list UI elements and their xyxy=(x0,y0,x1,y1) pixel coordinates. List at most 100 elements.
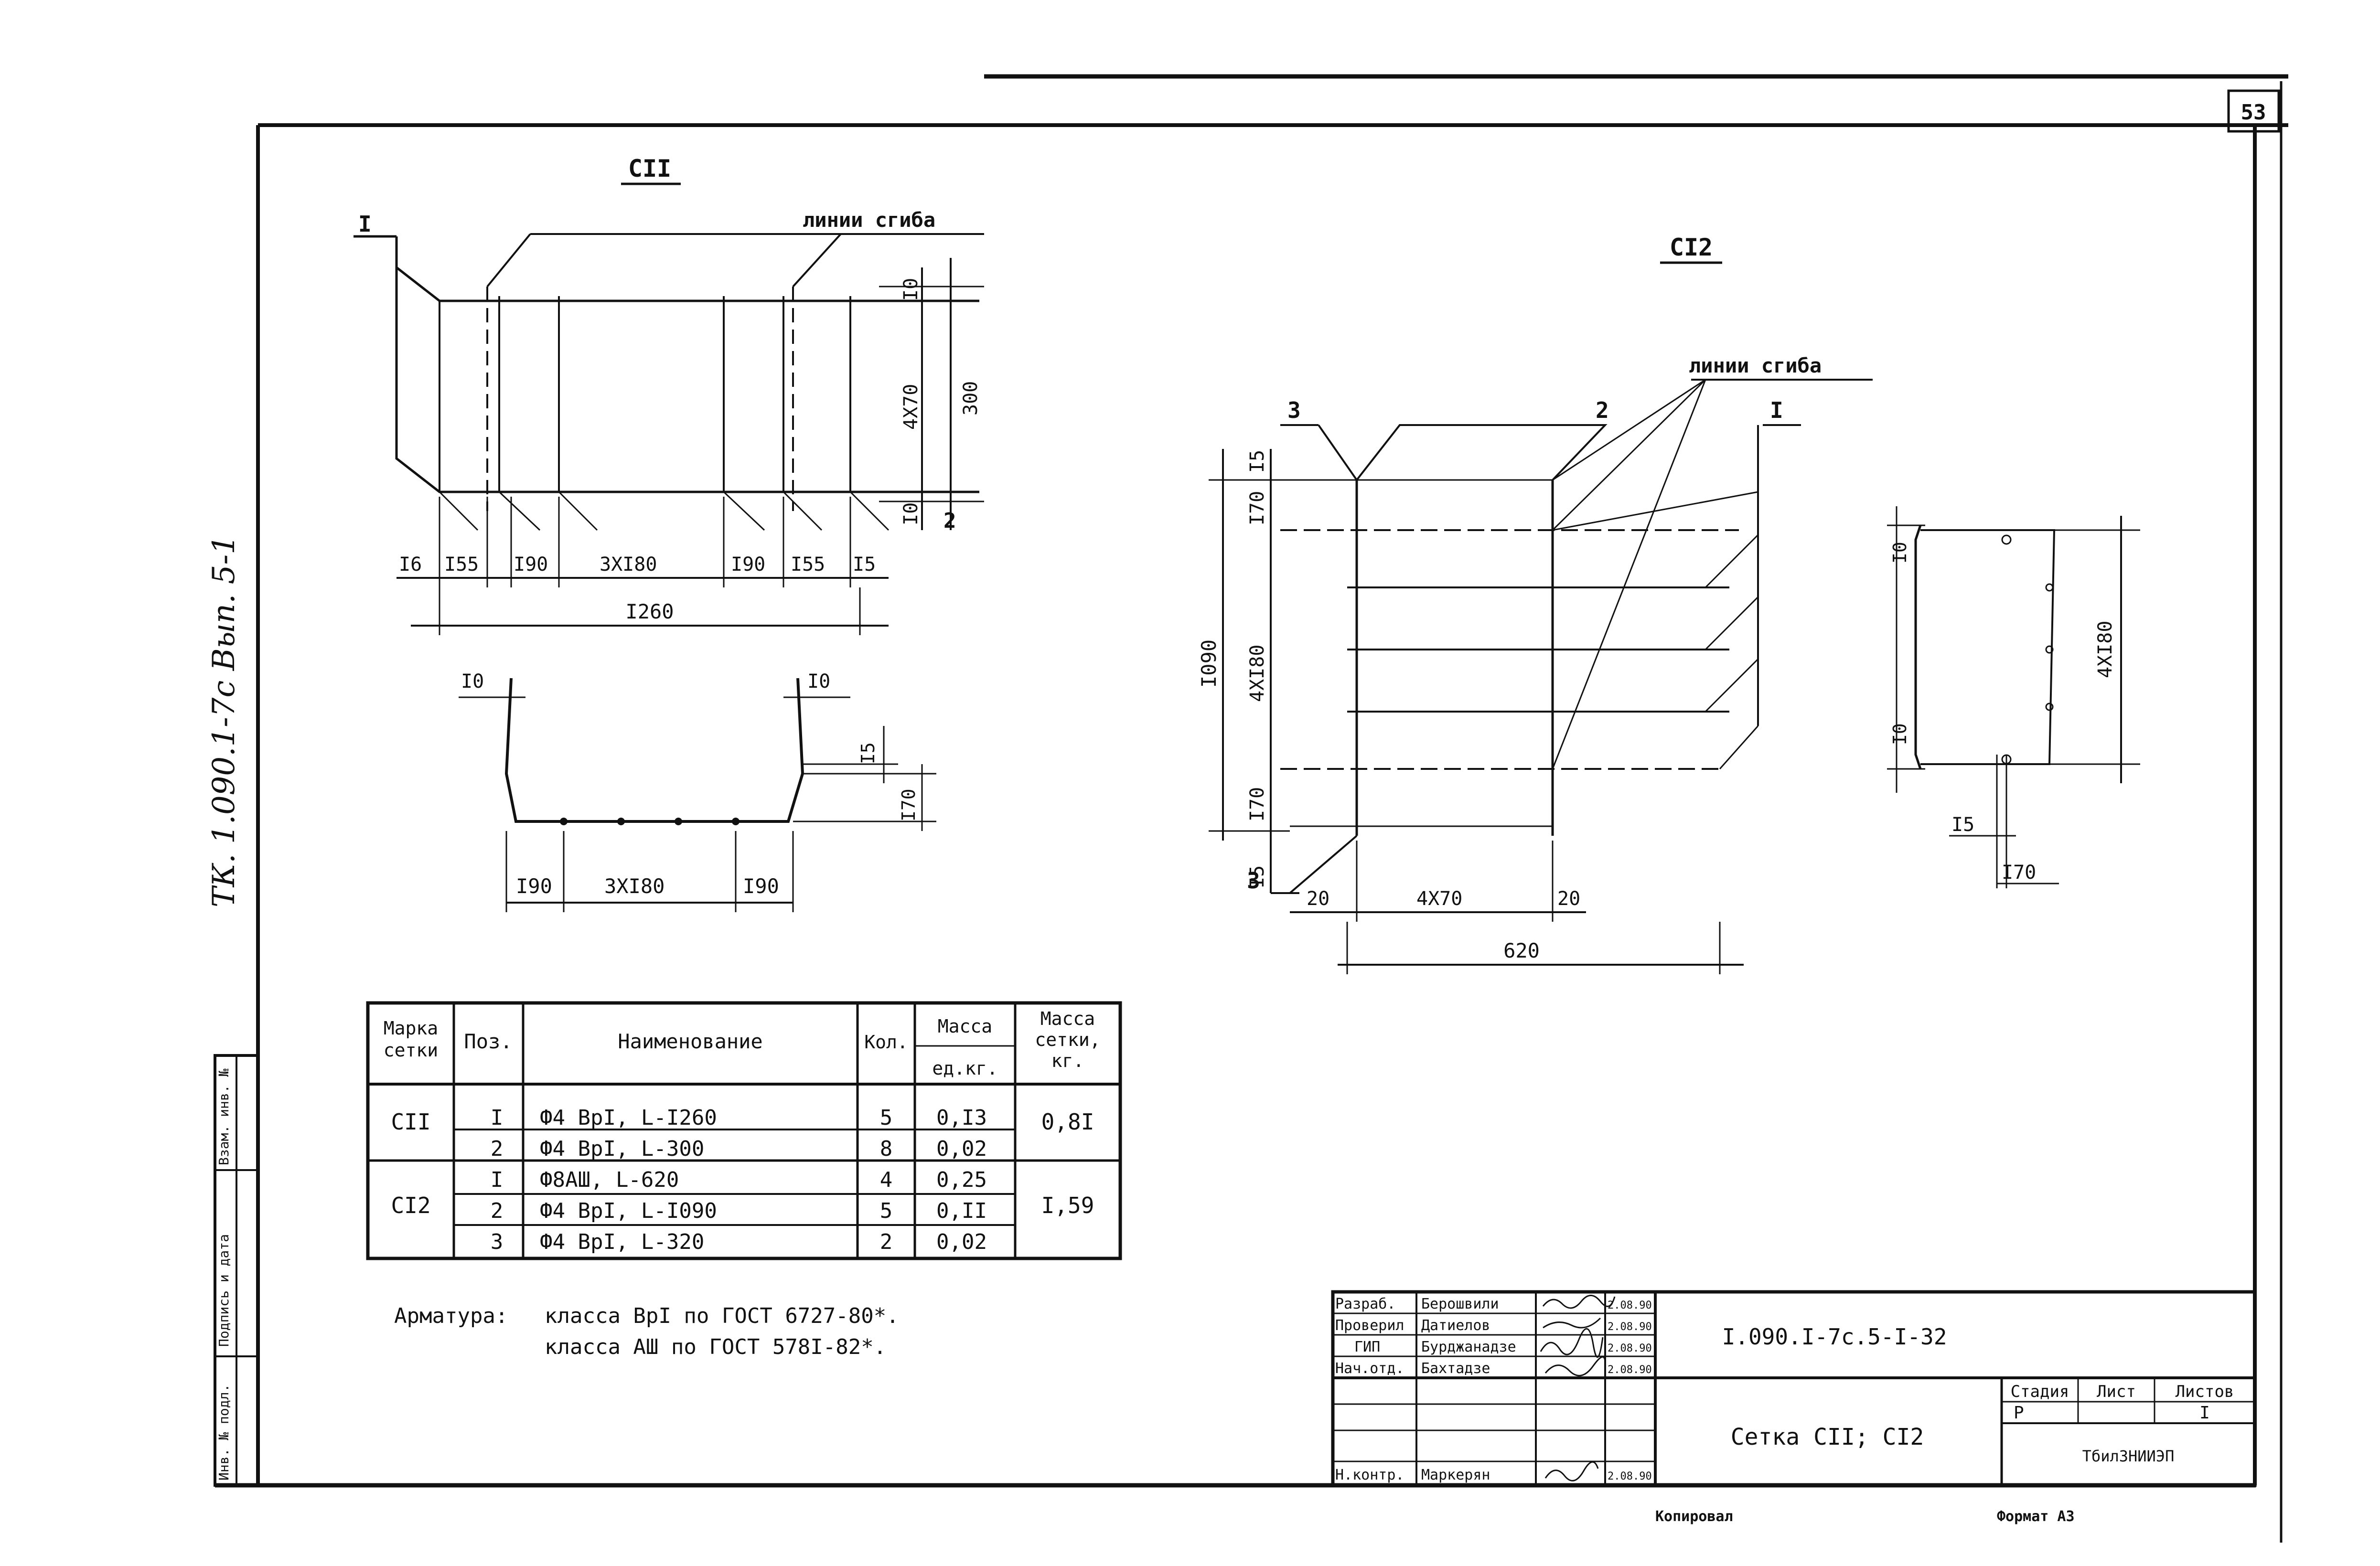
r3-mass: 0,25 xyxy=(936,1168,987,1192)
r3-qty: 4 xyxy=(880,1168,893,1192)
row-mark-c11: СII xyxy=(391,1109,430,1135)
c11-dim-6: I55 xyxy=(791,554,825,575)
s12-dim-i5: I5 xyxy=(1951,814,1974,836)
tb-name-2: Датиелов xyxy=(1421,1317,1490,1334)
tb-stage: Р xyxy=(2014,1403,2024,1423)
row-total-c11: 0,8I xyxy=(1041,1109,1094,1135)
r1-mass: 0,I3 xyxy=(936,1106,987,1130)
c11-dim-3: I90 xyxy=(514,554,548,575)
spec-table: Марка сетки Поз. Наименование Кол. Масса… xyxy=(366,1001,1122,1260)
tb-sheets-header: Листов xyxy=(2176,1382,2234,1401)
r1-pos: I xyxy=(491,1106,504,1130)
r4-qty: 5 xyxy=(880,1199,893,1223)
tb-date-2: 2.08.90 xyxy=(1608,1321,1652,1333)
tb-date-3: 2.08.90 xyxy=(1608,1342,1652,1354)
tb-drawing-name: Сетка СII; СI2 xyxy=(1731,1424,1924,1450)
view-c12: СI2 линии сгиба 3 2 I 3 I5 xyxy=(1197,234,1873,974)
left-stamp: Инв. № подл. Подпись и дата Взам. инв. № xyxy=(214,1054,259,1487)
side-code: ТК. 1.090.1-7с Вып. 5-1 xyxy=(206,535,242,907)
c12-ldim-2: I70 xyxy=(1246,491,1268,525)
tb-stage-header: Стадия xyxy=(2011,1382,2069,1401)
stamp-replace-inv: Взам. инв. № xyxy=(216,1069,232,1165)
page-number: 53 xyxy=(2241,100,2266,125)
r4-mass: 0,II xyxy=(936,1199,987,1223)
tb-date-4: 2.08.90 xyxy=(1608,1364,1652,1376)
tb-role-2: Проверил xyxy=(1335,1317,1404,1334)
s11-bdim-2: 3XI80 xyxy=(604,874,665,898)
r1-qty: 5 xyxy=(880,1106,893,1130)
c12-ldim-4: I70 xyxy=(1246,787,1268,821)
c11-rdim-1: I0 xyxy=(900,278,922,301)
signature-4 xyxy=(1544,1356,1606,1376)
tb-name-4: Бахтадзе xyxy=(1421,1360,1490,1377)
stamp-inv-no: Инв. № подл. xyxy=(216,1384,232,1481)
tb-code: I.090.I-7с.5-I-32 xyxy=(1722,1324,1947,1350)
r5-name: Ф4 ВрI, L-320 xyxy=(540,1230,704,1254)
r5-mass: 0,02 xyxy=(936,1230,987,1254)
hdr-name: Наименование xyxy=(618,1030,762,1053)
view-c11-section-mark: I xyxy=(358,211,372,237)
s12-dim-i70: I70 xyxy=(2002,862,2036,884)
c12-pos3-bottom: 3 xyxy=(1247,868,1260,894)
row-mark-c12: СI2 xyxy=(391,1193,430,1218)
format-label: Формат А3 xyxy=(1997,1508,2075,1525)
r3-pos: I xyxy=(491,1168,504,1192)
s11-dim-i70: I70 xyxy=(898,788,919,821)
r2-name: Ф4 ВрI, L-300 xyxy=(540,1137,704,1161)
c12-ldim-1: I5 xyxy=(1246,450,1268,473)
tb-role-5: Н.контр. xyxy=(1335,1467,1404,1483)
view-c11-title: СII xyxy=(628,155,671,182)
reinforcement-notes: Арматура: класса ВрI по ГОСТ 6727-80*. к… xyxy=(394,1304,899,1359)
s11-bdim-1: I90 xyxy=(516,874,552,898)
c11-dim-7: I5 xyxy=(853,554,876,575)
s12-dim-mid: I0 xyxy=(1889,723,1910,745)
c11-rdim-3: 300 xyxy=(960,381,982,415)
hdr-pos: Поз. xyxy=(464,1030,512,1053)
c11-dim-2: I55 xyxy=(444,554,479,575)
tb-org: ТбилЗНИИЭП xyxy=(2082,1447,2175,1465)
tb-date-5: 2.08.90 xyxy=(1608,1470,1652,1482)
s11-dim-left: I0 xyxy=(461,671,484,692)
view-c11-bend-label: линии сгиба xyxy=(803,208,935,232)
signature-2 xyxy=(1543,1317,1601,1329)
signature-3 xyxy=(1540,1328,1604,1358)
c11-rdim-4: I0 xyxy=(900,502,922,525)
c11-rdim-2: 4X70 xyxy=(900,384,922,430)
c12-pos1: I xyxy=(1770,397,1783,423)
tb-date-1: 2.08.90 xyxy=(1608,1300,1652,1311)
section-c11: I0 I0 I5 I70 I90 3XI80 I90 xyxy=(459,671,936,912)
hdr-qty: Кол. xyxy=(864,1032,908,1053)
s11-dim-i5: I5 xyxy=(858,742,879,764)
tb-role-1: Разраб. xyxy=(1335,1296,1395,1312)
notes-line2: класса АШ по ГОСТ 578I-82*. xyxy=(545,1335,886,1359)
r4-pos: 2 xyxy=(491,1199,504,1223)
c12-ldim-5: I5 xyxy=(1246,865,1268,888)
tb-sheet-header: Лист xyxy=(2097,1382,2136,1401)
hdr-mass-total: Масса сетки, кг. xyxy=(1035,1008,1101,1071)
title-block: Разраб. Берошвили 2.08.90 Проверил Датие… xyxy=(1331,1290,2257,1487)
c12-ldim-3: 4XI80 xyxy=(1246,645,1268,702)
r2-mass: 0,02 xyxy=(936,1137,987,1161)
r5-pos: 3 xyxy=(491,1230,504,1254)
c12-bdim-3: 20 xyxy=(1557,888,1580,910)
view-c12-bend-label: линии сгиба xyxy=(1689,354,1822,377)
page-number-box xyxy=(2227,89,2280,133)
signature-1 xyxy=(1542,1295,1616,1309)
s11-bdim-3: I90 xyxy=(743,874,779,898)
s12-dim-right: 4XI80 xyxy=(2094,621,2116,678)
tb-name-1: Берошвили xyxy=(1421,1296,1499,1312)
c11-pos2: 2 xyxy=(943,509,956,533)
tb-sheets: I xyxy=(2199,1403,2210,1423)
r2-qty: 8 xyxy=(880,1137,893,1161)
s12-dim-top: I0 xyxy=(1889,542,1910,564)
r5-qty: 2 xyxy=(880,1230,893,1254)
c12-overall-height: I090 xyxy=(1197,639,1221,688)
tb-role-3: ГИП xyxy=(1354,1339,1380,1355)
stamp-sign-date: Подпись и дата xyxy=(216,1234,232,1347)
section-c12: I0 I0 4XI80 I5 I70 xyxy=(1887,506,2140,888)
c12-pos2: 2 xyxy=(1596,397,1609,423)
r4-name: Ф4 ВрI, L-I090 xyxy=(540,1199,717,1223)
c12-bdim-2: 4X70 xyxy=(1416,888,1462,910)
s11-dim-right: I0 xyxy=(807,671,830,692)
